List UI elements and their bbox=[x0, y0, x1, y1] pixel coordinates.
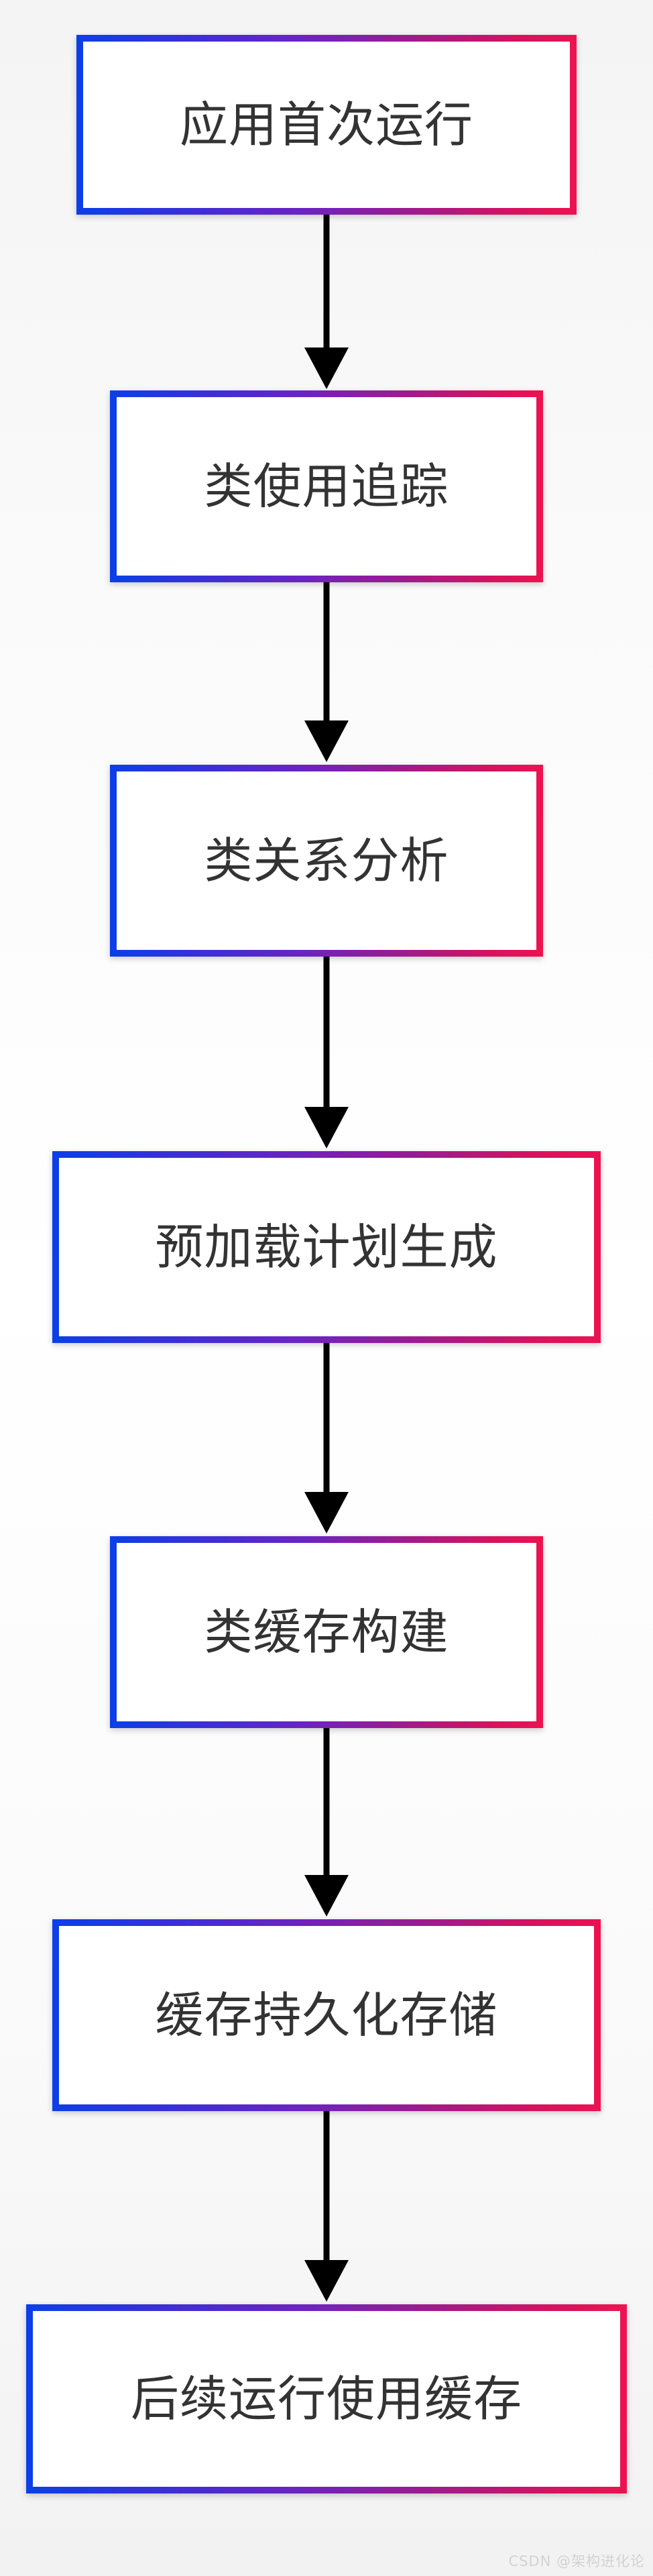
arrow-head-icon bbox=[304, 1107, 349, 1148]
arrow-head-icon bbox=[304, 1875, 349, 1917]
arrow-shaft-icon bbox=[323, 1728, 330, 1876]
flow-node-6[interactable]: 缓存持久化存储 bbox=[52, 1919, 601, 2111]
flow-arrow-1 bbox=[304, 215, 349, 390]
flow-arrow-3 bbox=[304, 957, 349, 1151]
flow-node-5[interactable]: 类缓存构建 bbox=[110, 1536, 543, 1728]
flow-node-3-body: 类关系分析 bbox=[117, 771, 536, 950]
flow-node-4[interactable]: 预加载计划生成 bbox=[52, 1151, 601, 1343]
arrow-head-icon bbox=[304, 1492, 349, 1534]
arrow-shaft-icon bbox=[323, 582, 330, 722]
flow-node-5-body: 类缓存构建 bbox=[117, 1543, 536, 1721]
flow-node-7[interactable]: 后续运行使用缓存 bbox=[26, 2304, 627, 2493]
arrow-head-icon bbox=[304, 347, 349, 389]
flow-node-4-label: 预加载计划生成 bbox=[155, 1219, 498, 1275]
flow-arrow-5 bbox=[304, 1728, 349, 1919]
flow-node-6-body: 缓存持久化存储 bbox=[59, 1926, 594, 2104]
flow-node-6-label: 缓存持久化存储 bbox=[155, 1987, 498, 2043]
arrow-shaft-icon bbox=[323, 1343, 330, 1493]
flow-node-1-body: 应用首次运行 bbox=[83, 42, 570, 208]
flow-arrow-6 bbox=[304, 2111, 349, 2304]
flow-node-2[interactable]: 类使用追踪 bbox=[110, 390, 543, 582]
arrow-shaft-icon bbox=[323, 215, 330, 349]
flow-node-5-label: 类缓存构建 bbox=[204, 1604, 449, 1660]
flow-node-7-body: 后续运行使用缓存 bbox=[33, 2311, 620, 2487]
flow-node-3[interactable]: 类关系分析 bbox=[110, 765, 543, 957]
flow-arrow-4 bbox=[304, 1343, 349, 1536]
arrow-head-icon bbox=[304, 2260, 349, 2302]
flow-node-1[interactable]: 应用首次运行 bbox=[76, 35, 577, 215]
flow-node-3-label: 类关系分析 bbox=[204, 833, 449, 889]
flow-arrow-2 bbox=[304, 582, 349, 765]
flow-node-7-label: 后续运行使用缓存 bbox=[130, 2371, 522, 2427]
arrow-shaft-icon bbox=[323, 957, 330, 1108]
flow-node-4-body: 预加载计划生成 bbox=[59, 1158, 594, 1336]
flow-node-1-label: 应用首次运行 bbox=[179, 97, 473, 153]
arrow-head-icon bbox=[304, 720, 349, 762]
flow-node-2-label: 类使用追踪 bbox=[204, 458, 449, 515]
csdn-watermark: CSDN @架构进化论 bbox=[508, 2553, 645, 2569]
arrow-shaft-icon bbox=[323, 2111, 330, 2261]
flow-node-2-body: 类使用追踪 bbox=[117, 397, 536, 576]
